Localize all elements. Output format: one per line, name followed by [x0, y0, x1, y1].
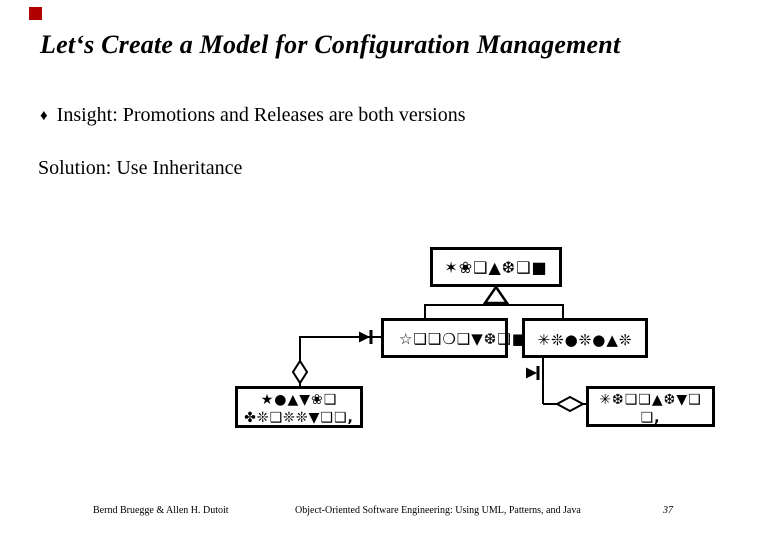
solution-text: Solution: Use Inheritance: [38, 157, 243, 179]
class-name-glyphs-line2: ✤❊❑❊❊▼❑❑,: [244, 410, 354, 426]
multiplicity-flag-left-icon: [359, 331, 370, 343]
inheritance-triangle-icon: [482, 284, 510, 305]
class-name-glyphs: ✳❊●❊●▲❊: [537, 331, 633, 349]
class-box-version: ✶❀❑▲❆❑■: [430, 247, 562, 287]
class-name-glyphs: ✶❀❑▲❆❑■: [444, 258, 548, 277]
footer-book-title: Object-Oriented Software Engineering: Us…: [295, 505, 581, 516]
class-box-software-repository: ✳❆❑❑▲❆▼❑ ❑,: [586, 386, 715, 427]
footer-authors: Bernd Bruegge & Allen H. Dutoit: [93, 505, 229, 516]
class-name-glyphs-line1: ✳❆❑❑▲❆▼❑: [599, 392, 702, 408]
class-name-glyphs-line2: ❑,: [640, 410, 661, 426]
class-name-glyphs: ☆❑❑❍❑▼❆❑■: [399, 330, 527, 348]
class-name-glyphs-line1: ★●▲▼❀❑: [260, 392, 338, 408]
red-corner-square: [29, 7, 42, 20]
class-box-master-directory: ★●▲▼❀❑ ✤❊❑❊❊▼❑❑,: [235, 386, 363, 428]
insight-bullet-line: ♦ Insight: Promotions and Releases are bo…: [40, 104, 465, 127]
aggregation-diamond-left-icon: [291, 359, 309, 385]
class-box-release: ✳❊●❊●▲❊: [522, 318, 648, 358]
footer-page-number: 37: [663, 505, 673, 516]
aggregation-diamond-right-icon: [554, 395, 586, 413]
slide-title: Let‘s Create a Model for Configuration M…: [40, 30, 621, 59]
multiplicity-flag-right-icon: [526, 367, 537, 379]
class-box-promotion: ☆❑❑❍❑▼❆❑■: [381, 318, 527, 358]
insight-text: Insight: Promotions and Releases are bot…: [56, 104, 466, 126]
diamond-bullet-icon: ♦: [40, 108, 48, 124]
